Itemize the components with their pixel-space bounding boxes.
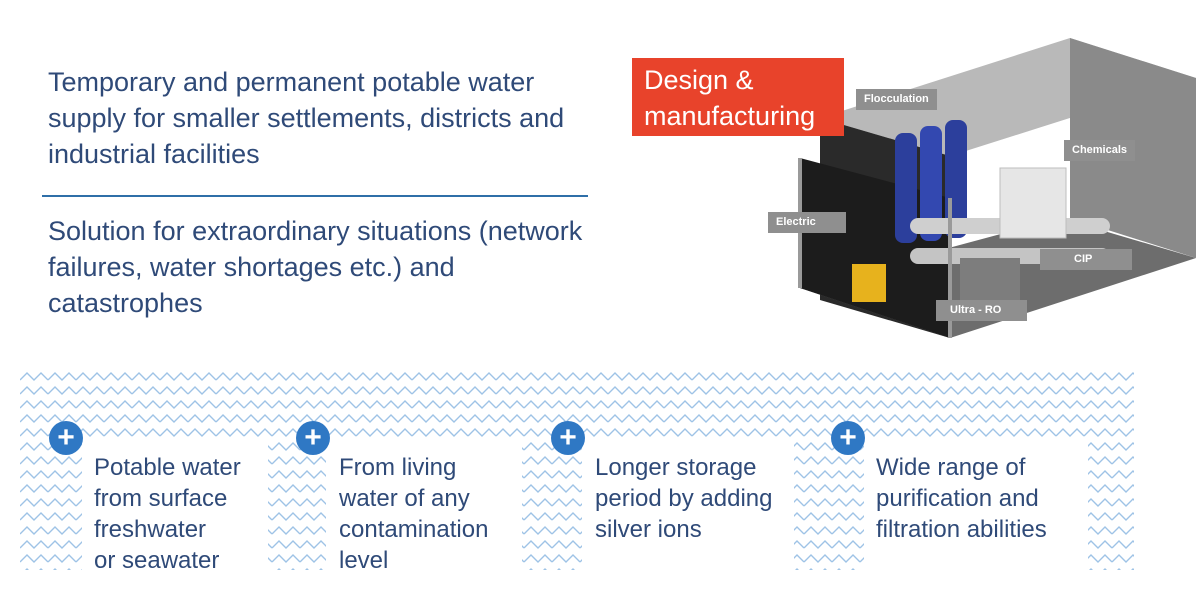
feature-item: Longer storage period by adding silver i… [595,452,773,545]
section-divider [42,195,588,197]
flocculation-label: Flocculation [856,89,937,110]
container-plant-illustration [798,38,1196,338]
intro-supply-text: Temporary and permanent potable water su… [48,67,565,169]
feature-item: Potable water from surface freshwater or… [94,452,241,576]
feature-text: Longer storage period by adding silver i… [595,454,773,543]
intro-solution-text: Solution for extraordinary situations (n… [48,216,583,318]
chemicals-label: Chemicals [1064,140,1136,161]
feature-text: From living water of any contamination l… [339,454,489,574]
plus-icon: + [551,421,585,455]
feature-text: Wide range of purification and filtratio… [876,454,1047,543]
electric-label: Electric [768,212,846,233]
plus-icon: + [49,421,83,455]
feature-text: Potable water from surface freshwater or… [94,454,241,574]
plus-icon: + [831,421,865,455]
feature-item: Wide range of purification and filtratio… [876,452,1047,545]
ultra-ro-label: Ultra - RO [936,300,1028,321]
plus-icon: + [296,421,330,455]
design-manufacturing-badge: Design & manufacturing [632,58,844,136]
cip-label: CIP [1040,249,1133,270]
feature-item: From living water of any contamination l… [339,452,489,576]
